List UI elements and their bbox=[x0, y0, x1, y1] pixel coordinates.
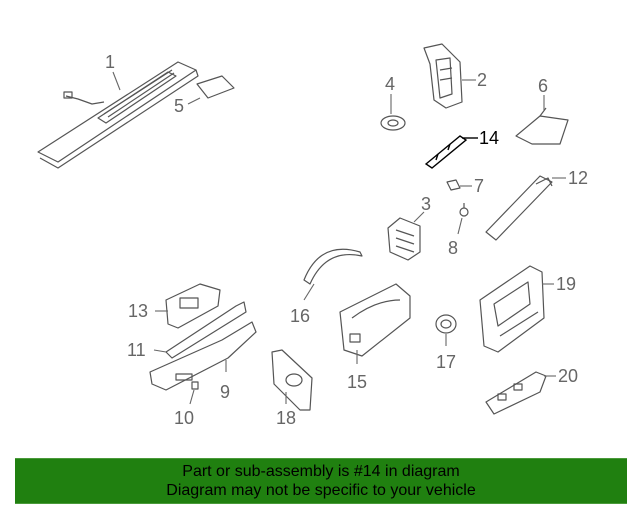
callout-15: 15 bbox=[347, 372, 367, 392]
part-19-console-panel bbox=[479, 265, 545, 353]
part-14-bracket bbox=[424, 135, 468, 169]
leader-11 bbox=[153, 349, 167, 353]
callout-10: 10 bbox=[174, 408, 194, 428]
part-10-switch bbox=[191, 381, 199, 390]
part-3-center-vent bbox=[387, 217, 421, 261]
callout-9: 9 bbox=[220, 382, 230, 402]
part-2-side-vent bbox=[423, 43, 463, 109]
part-17-knob bbox=[435, 314, 457, 334]
callout-13: 13 bbox=[128, 301, 148, 321]
callout-19: 19 bbox=[556, 274, 576, 294]
part-18-side-panel bbox=[271, 349, 313, 411]
part-11-lower-trim bbox=[165, 301, 247, 359]
notice-banner: Part or sub-assembly is #14 in diagram D… bbox=[15, 458, 627, 504]
callout-14: 14 bbox=[479, 128, 499, 148]
callout-12: 12 bbox=[568, 168, 588, 188]
part-20-switch-panel bbox=[485, 371, 547, 415]
callout-8: 8 bbox=[448, 238, 458, 258]
part-15-bezel bbox=[339, 283, 411, 357]
part-8-screw bbox=[459, 203, 469, 217]
notice-line-1: Part or sub-assembly is #14 in diagram bbox=[182, 463, 460, 480]
leader-8 bbox=[457, 217, 463, 235]
callout-7: 7 bbox=[474, 176, 484, 196]
callout-11: 11 bbox=[127, 340, 146, 360]
part-1-trim-panel bbox=[37, 61, 199, 169]
part-4-speaker bbox=[380, 115, 406, 131]
part-16-cluster-hood bbox=[303, 248, 363, 285]
leader-1 bbox=[112, 71, 121, 91]
part-12-trim-strip bbox=[485, 175, 553, 241]
part-6-bracket bbox=[515, 107, 569, 145]
callout-6: 6 bbox=[538, 76, 548, 96]
leader-3 bbox=[413, 211, 425, 223]
callout-16: 16 bbox=[290, 306, 310, 326]
part-9-knee-panel bbox=[149, 321, 257, 391]
callout-20: 20 bbox=[558, 366, 578, 386]
leader-16 bbox=[303, 283, 315, 301]
leader-5 bbox=[187, 97, 201, 105]
callout-18: 18 bbox=[276, 408, 296, 428]
leader-10 bbox=[189, 389, 195, 405]
callout-5: 5 bbox=[174, 96, 184, 116]
callout-17: 17 bbox=[436, 352, 456, 372]
callout-2: 2 bbox=[477, 70, 487, 90]
notice-line-2: Diagram may not be specific to your vehi… bbox=[166, 482, 476, 499]
callout-1: 1 bbox=[105, 52, 115, 72]
part-13-lower-bezel bbox=[165, 283, 221, 329]
part-5-pad bbox=[196, 75, 235, 99]
part-7-clip bbox=[446, 179, 461, 191]
callout-3: 3 bbox=[421, 194, 431, 214]
callout-4: 4 bbox=[385, 74, 395, 94]
parts-diagram: 1 5 4 2 6 14 7 12 bbox=[37, 43, 588, 428]
